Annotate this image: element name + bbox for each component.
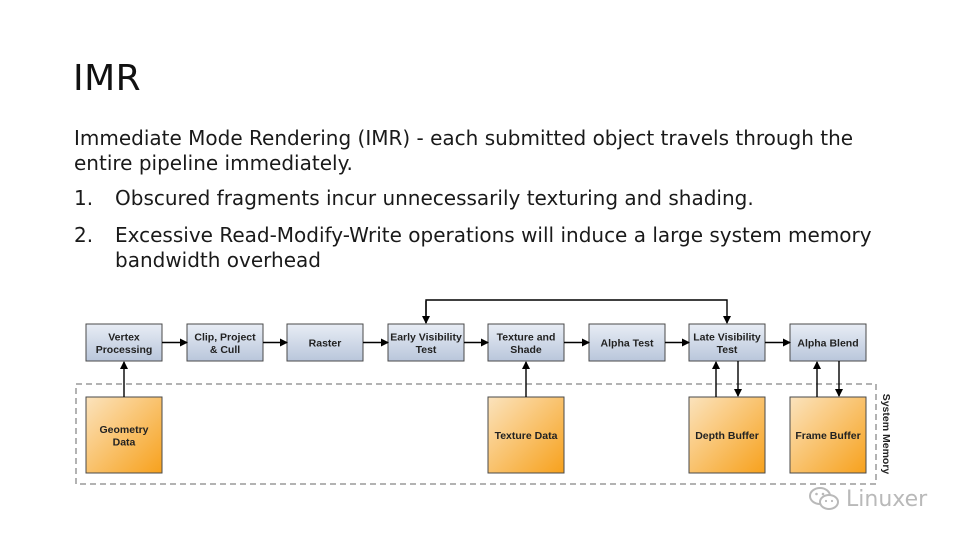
list-number: 1. (74, 186, 94, 210)
visibility-feedback-arrow (425, 299, 731, 324)
box-label: Alpha Blend (797, 338, 858, 350)
list-text: Excessive Read-Modify-Write operations w… (115, 223, 872, 272)
box-label: Clip, Project (194, 331, 256, 343)
watermark-text: Linuxer (846, 486, 928, 512)
box-label: Data (113, 436, 136, 448)
box-label: Early Visibility (390, 331, 462, 343)
intro-paragraph: Immediate Mode Rendering (IMR) - each su… (74, 126, 854, 175)
box-label: Shade (510, 344, 542, 356)
bullet-list: 1. Obscured fragments incur unnecessaril… (74, 186, 874, 273)
stage-alpha-test (588, 323, 666, 362)
box-label: Vertex (108, 331, 140, 343)
box-label: Texture Data (495, 430, 558, 442)
memory-geometry-data (85, 396, 163, 474)
list-item: 2. Excessive Read-Modify-Write operation… (74, 223, 874, 273)
box-label: Raster (309, 338, 342, 350)
stage-vertex-processing (85, 323, 163, 362)
box-label: Geometry (99, 424, 148, 436)
box-label: & Cull (210, 344, 240, 356)
list-number: 2. (74, 223, 94, 247)
box-label: Test (717, 344, 738, 356)
memory-texture-data (487, 396, 565, 474)
box-label: Test (416, 344, 437, 356)
box-label: Alpha Test (601, 338, 654, 350)
list-text: Obscured fragments incur unnecessarily t… (115, 186, 754, 210)
memory-frame-buffer (789, 396, 867, 474)
box-label: Late Visibility (693, 331, 761, 343)
memory-depth-buffer (688, 396, 766, 474)
slide-title: IMR (73, 58, 142, 99)
box-label: Frame Buffer (795, 430, 860, 442)
list-item: 1. Obscured fragments incur unnecessaril… (74, 186, 874, 211)
box-label: Texture and (497, 331, 556, 343)
watermark: Linuxer (808, 486, 927, 512)
wechat-icon (809, 487, 839, 510)
box-label: Processing (96, 344, 153, 356)
system-memory-label: System Memory (880, 394, 892, 475)
system-memory-region (75, 383, 877, 485)
box-label: Depth Buffer (695, 430, 759, 442)
stage-texture-and-shade (487, 323, 565, 362)
